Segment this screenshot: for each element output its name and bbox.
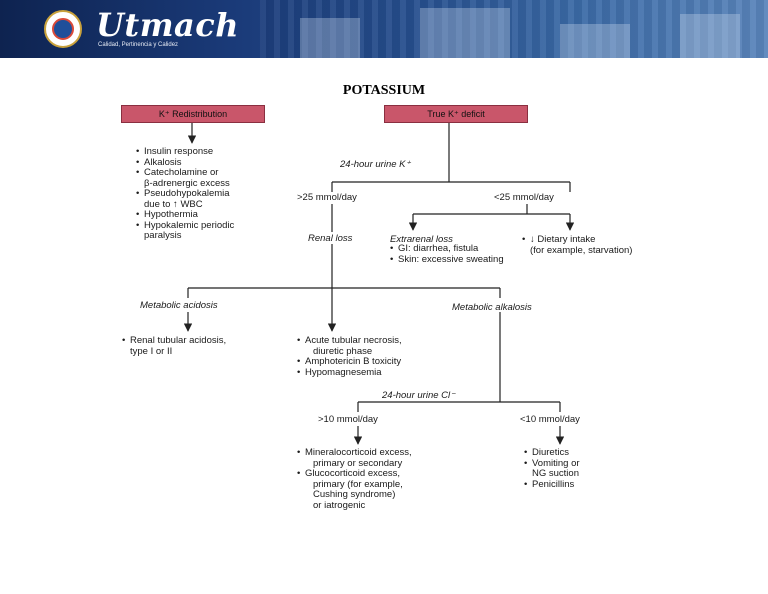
list-item: primary (for example, (313, 478, 403, 490)
label-gt10: >10 mmol/day (318, 414, 378, 425)
box-true-k-deficit: True K⁺ deficit (384, 105, 528, 123)
diuretics-list: Diuretics Vomiting or NG suction Penicil… (524, 447, 580, 491)
label-24h-urine-k: 24-hour urine K⁺ (340, 159, 411, 170)
list-item: Penicillins (524, 479, 580, 491)
label-extrarenal-loss: Extrarenal loss (390, 234, 453, 245)
list-item: Acute tubular necrosis, (297, 335, 402, 347)
box-k-redistribution: K⁺ Redistribution (121, 105, 265, 123)
dietary-list: ↓ Dietary intake (for example, starvatio… (522, 234, 633, 256)
label-renal-loss: Renal loss (308, 233, 353, 244)
banner-building (680, 14, 740, 58)
list-item: ↓ Dietary intake (522, 234, 632, 246)
list-item: Insulin response (136, 146, 234, 158)
list-item: diuretic phase (313, 345, 373, 357)
list-item: (for example, starvation) (530, 244, 633, 256)
list-item: type I or II (130, 345, 173, 357)
banner-building (420, 8, 510, 58)
list-item: paralysis (144, 230, 182, 241)
list-item: primary or secondary (313, 457, 403, 469)
list-item: Hypomagnesemia (297, 367, 402, 379)
extrarenal-list: GI: diarrhea, fistula Skin: excessive sw… (390, 243, 504, 266)
brand-tagline: Calidad, Pertinencia y Calidez (98, 42, 179, 48)
list-item: Skin: excessive sweating (390, 254, 504, 266)
label-24h-urine-cl: 24-hour urine Cl⁻ (382, 390, 456, 401)
redistribution-causes-list: Insulin response Alkalosis Catecholamine… (136, 146, 234, 242)
list-item: due to ↑ WBC (144, 198, 203, 210)
list-item: Hypokalemic periodic (136, 220, 234, 232)
list-item: Alkalosis (136, 157, 234, 169)
header-banner: Utmach Calidad, Pertinencia y Calidez (0, 0, 768, 58)
list-item: Mineralocorticoid excess, (297, 447, 412, 459)
list-item: Diuretics (524, 447, 580, 459)
banner-texture (260, 0, 768, 58)
list-item: or iatrogenic (313, 499, 366, 511)
list-item: NG suction (532, 468, 579, 479)
rta-list: Renal tubular acidosis, type I or II (122, 335, 226, 357)
list-item: β-adrenergic excess (144, 177, 230, 189)
mineralocorticoid-list: Mineralocorticoid excess, primary or sec… (297, 447, 412, 511)
banner-building (560, 24, 630, 58)
banner-building (300, 18, 360, 58)
list-item: Amphotericin B toxicity (297, 356, 402, 368)
label-metabolic-alkalosis: Metabolic alkalosis (452, 302, 532, 313)
label-lt10: <10 mmol/day (520, 414, 580, 425)
list-item: Glucocorticoid excess, (297, 468, 412, 480)
page-title: POTASSIUM (342, 83, 426, 98)
list-item: GI: diarrhea, fistula (390, 243, 504, 255)
list-item: Pseudohypokalemia (136, 188, 234, 200)
list-item: Hypothermia (136, 209, 234, 221)
list-item: Catecholamine or (136, 167, 234, 179)
label-metabolic-acidosis: Metabolic acidosis (140, 300, 218, 311)
atn-list: Acute tubular necrosis, diuretic phase A… (297, 335, 402, 379)
list-item: Vomiting or (524, 458, 580, 470)
label-lt25: <25 mmol/day (494, 192, 554, 203)
list-item: Cushing syndrome) (313, 489, 396, 500)
university-seal-icon (44, 10, 82, 48)
label-gt25: >25 mmol/day (297, 192, 357, 203)
list-item: Renal tubular acidosis, (122, 335, 226, 347)
brand-logo-text: Utmach (96, 6, 240, 44)
